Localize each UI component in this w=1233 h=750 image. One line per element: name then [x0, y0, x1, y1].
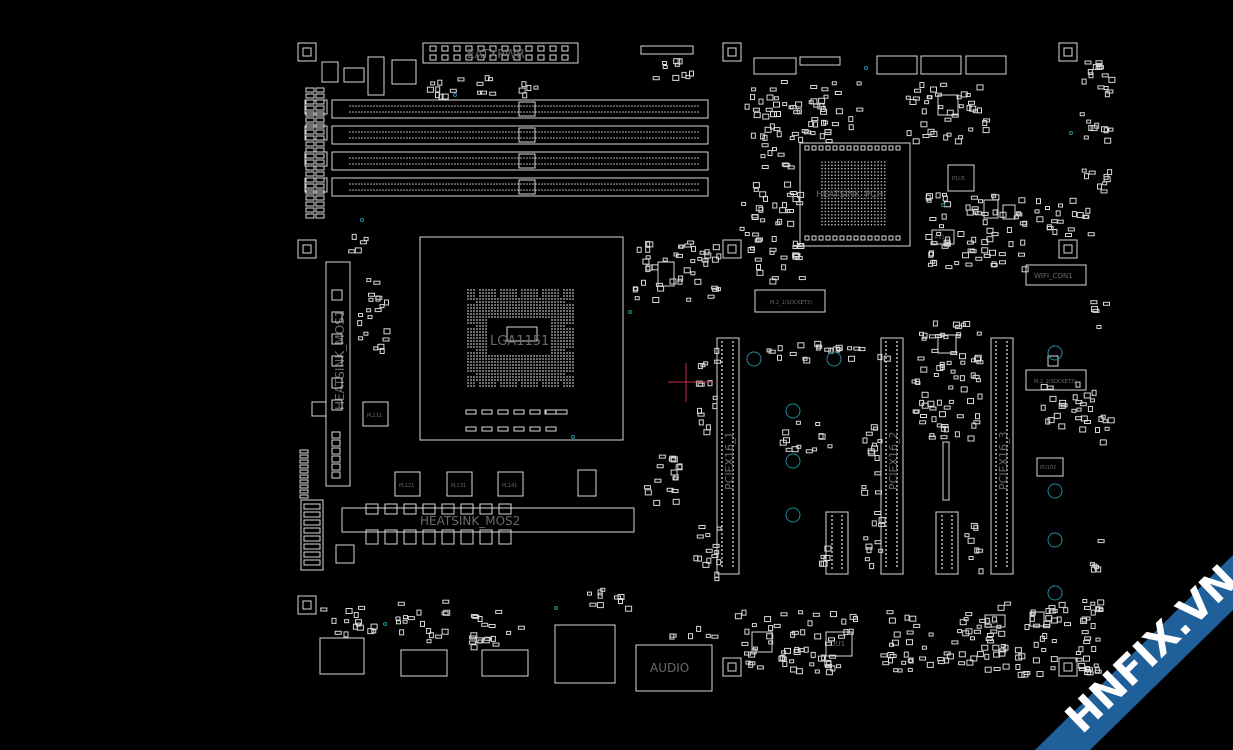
pcie-x1-slots[interactable] — [825, 441, 959, 575]
cpu-socket-label: LGA1151 — [490, 334, 549, 349]
crosshair-marker — [668, 363, 712, 402]
pcie-x16-1 — [716, 337, 740, 575]
vrm-inductors[interactable]: PL111 PL121 PL131 PL141 — [362, 401, 524, 497]
ic-aur-label: AUR — [988, 620, 999, 626]
m2-socket-2[interactable]: M.2_2(SOCKET3) — [1025, 369, 1087, 391]
dimm-slots[interactable] — [304, 99, 709, 197]
io-port-3 — [481, 649, 529, 677]
heatsink-mos2[interactable]: HEATSINK_MOS2 — [341, 507, 635, 533]
mounting-holes — [297, 42, 1078, 677]
eatx-power-connector[interactable]: EATXPWR — [422, 42, 579, 64]
heatsink-pch-label: HEATSINK_PCH — [816, 190, 883, 200]
wifi-connector[interactable]: WIFI_CON1 — [1025, 264, 1087, 286]
inductor-pl131-label: PL131 — [451, 483, 466, 489]
dimm-slot-a2 — [331, 125, 709, 145]
pcie-x16-2-label: PCIEX16_2 — [887, 431, 900, 490]
wifi-connector-label: WIFI_CON1 — [1034, 272, 1073, 280]
io-lan-usb — [554, 624, 616, 684]
m2-socket-2-label: M.2_2(SOCKET3) — [1034, 379, 1076, 385]
mos-fets — [311, 289, 597, 564]
dimm-slot-b1 — [331, 151, 709, 171]
rear-io[interactable]: AUDIO — [319, 624, 713, 692]
audio-label: AUDIO — [650, 661, 689, 675]
inductor-pl121 — [394, 471, 421, 497]
io-port-2 — [400, 649, 448, 677]
pcie-x16-3 — [990, 337, 1014, 575]
audio-jack-block — [635, 644, 713, 692]
dimm-slot-a1 — [331, 99, 709, 119]
top-headers[interactable] — [640, 45, 1007, 75]
pch-chip[interactable]: HEATSINK_PCH — [799, 142, 911, 247]
pcie-x16-3-label: PCIEX16_3 — [997, 431, 1010, 490]
eatx-power-label: EATXPWR — [467, 47, 525, 61]
m2-socket-1-label: M.2_1(SOCKET3) — [770, 300, 812, 306]
vias — [360, 66, 1073, 626]
dimm-slot-b2 — [331, 177, 709, 197]
cpu-socket[interactable]: LGA1151 — [419, 236, 624, 441]
ic-ou1-label: OU1 — [830, 640, 845, 648]
ic-p1u5-label: P1U5 — [952, 176, 965, 182]
inductor-pl131 — [446, 471, 473, 497]
inductor-pl141 — [497, 471, 524, 497]
pcie-x16-1-label: PCIEX16_1 — [723, 431, 736, 490]
labeled-ics[interactable]: P1U5 PX1 PU102 OU1 AUR — [825, 164, 1064, 657]
heatsink-mos2-label: HEATSINK_MOS2 — [420, 514, 520, 528]
heatsink-mos1-label: HEATSINK_MOS1 — [333, 310, 347, 410]
left-edge-components — [299, 56, 417, 571]
io-port-1 — [319, 637, 365, 675]
small-components — [320, 58, 1116, 678]
ic-pu102-label: PU102 — [1040, 465, 1056, 471]
inductor-pl121-label: PL121 — [399, 483, 414, 489]
inductor-pl141-label: PL141 — [502, 483, 517, 489]
m2-socket-1[interactable]: M.2_1(SOCKET3) — [754, 289, 826, 313]
pcie-slots[interactable]: PCIEX16_1 PCIEX16_2 PCIEX16_3 — [716, 337, 1014, 575]
pcie-x16-2 — [880, 337, 904, 575]
inductor-pl111 — [362, 401, 389, 427]
heatsink-mos1[interactable]: HEATSINK_MOS1 — [325, 261, 351, 487]
ic-px1-label: PX1 — [935, 235, 945, 241]
inductor-pl111-label: PL111 — [367, 413, 382, 419]
